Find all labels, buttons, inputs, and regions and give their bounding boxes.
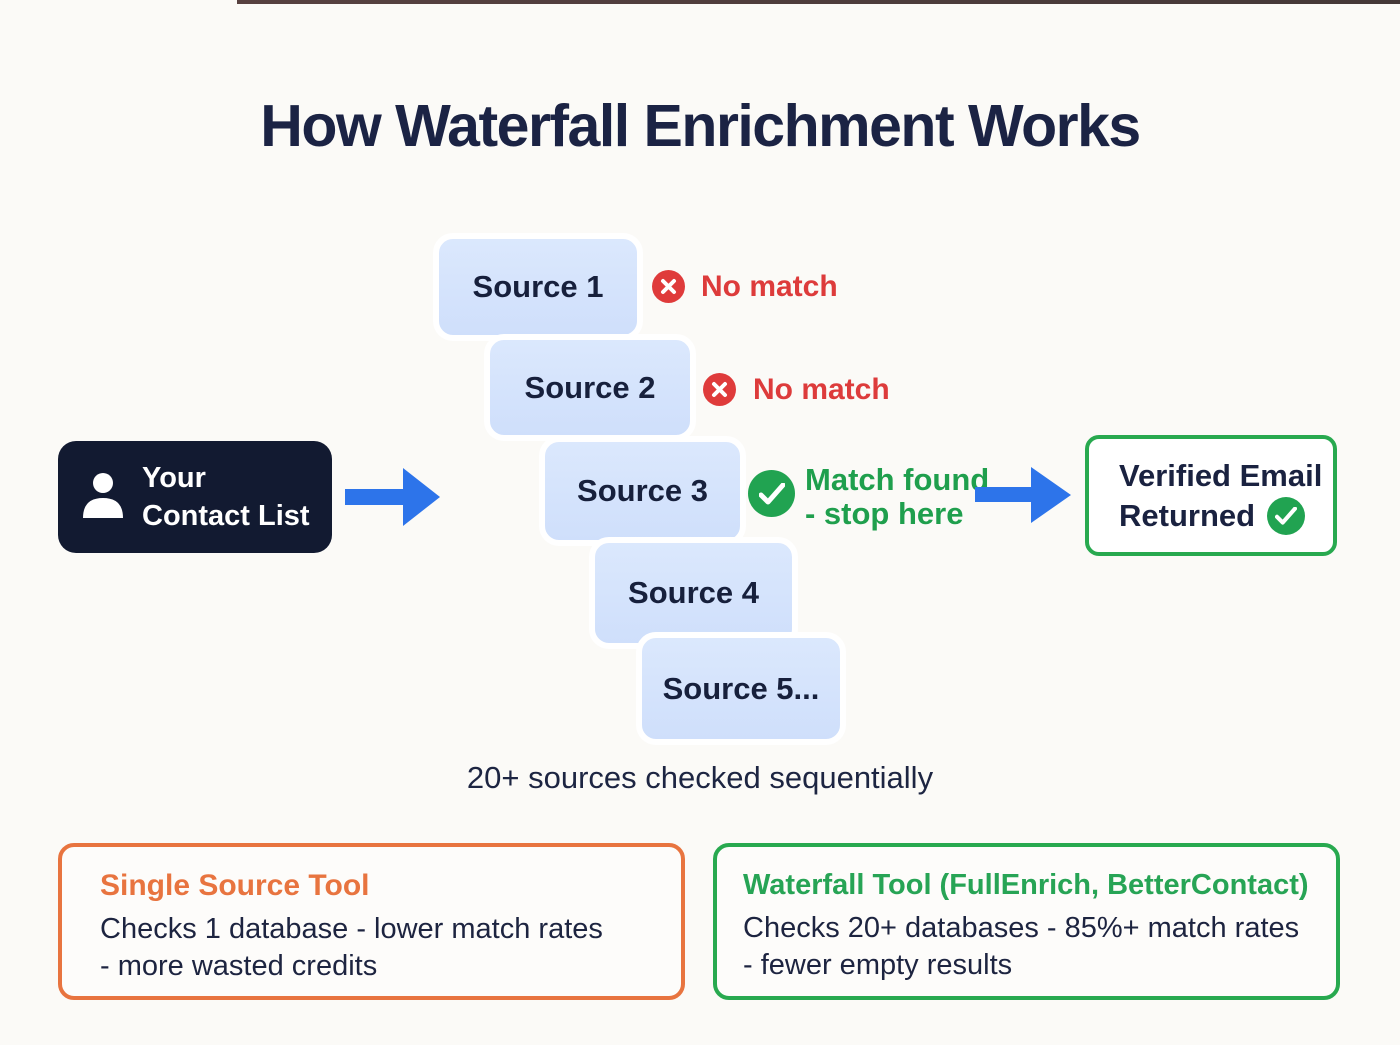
x-circle-icon [652, 270, 685, 303]
page-title: How Waterfall Enrichment Works [260, 93, 1141, 159]
verified-email-line1: Verified Email [1119, 457, 1323, 493]
contact-list-node: Your Contact List [58, 441, 332, 553]
sources-caption: 20+ sources checked sequentially [466, 760, 934, 795]
single-source-body: Checks 1 database - lower match rates - … [100, 911, 681, 985]
match-found-line1: Match found [805, 462, 990, 497]
source-3-status-label: Match found - stop here [805, 463, 989, 531]
source-2-status-label: No match [753, 373, 890, 406]
waterfall-line2: - fewer empty results [743, 949, 1013, 981]
waterfall-line1: Checks 20+ databases - 85%+ match rates [743, 912, 1300, 944]
waterfall-body: Checks 20+ databases - 85%+ match rates … [743, 910, 1336, 984]
source-card-5: Source 5... [636, 632, 846, 745]
waterfall-heading: Waterfall Tool (FullEnrich, BetterContac… [743, 869, 1309, 901]
source-2-label: Source 2 [524, 369, 656, 405]
contact-list-label-line1: Your [142, 462, 206, 494]
waterfall-tool-box: Waterfall Tool (FullEnrich, BetterContac… [713, 843, 1340, 1000]
source-3-label: Source 3 [577, 473, 708, 508]
single-source-line1: Checks 1 database - lower match rates [100, 913, 603, 945]
source-card-3: Source 3 [539, 436, 746, 546]
flow-arrow-right-icon [345, 467, 440, 527]
check-circle-icon [1267, 496, 1306, 535]
contact-list-label: Your Contact List [142, 459, 310, 535]
source-card-4: Source 4 [589, 537, 798, 649]
verified-email-node: Verified Email Returned [1085, 435, 1337, 556]
single-source-line2: - more wasted credits [100, 950, 378, 982]
contact-list-label-line2: Contact List [142, 500, 310, 532]
match-found-line2: - stop here [805, 496, 964, 531]
result-arrow-right-icon [975, 466, 1071, 524]
single-source-heading: Single Source Tool [100, 869, 370, 902]
source-card-2: Source 2 [484, 334, 696, 441]
check-circle-icon [748, 470, 795, 517]
source-1-status-label: No match [701, 270, 838, 303]
x-circle-icon [703, 373, 736, 406]
source-1-label: Source 1 [472, 269, 604, 304]
single-source-tool-box: Single Source Tool Checks 1 database - l… [58, 843, 685, 1000]
source-card-1: Source 1 [433, 233, 643, 341]
source-5-label: Source 5... [662, 670, 820, 706]
verified-returned-text: Returned [1119, 497, 1256, 533]
verified-email-line2: Returned [1119, 496, 1333, 536]
source-4-label: Source 4 [628, 575, 759, 610]
top-edge-strip [237, 0, 1400, 4]
person-icon [80, 471, 126, 524]
